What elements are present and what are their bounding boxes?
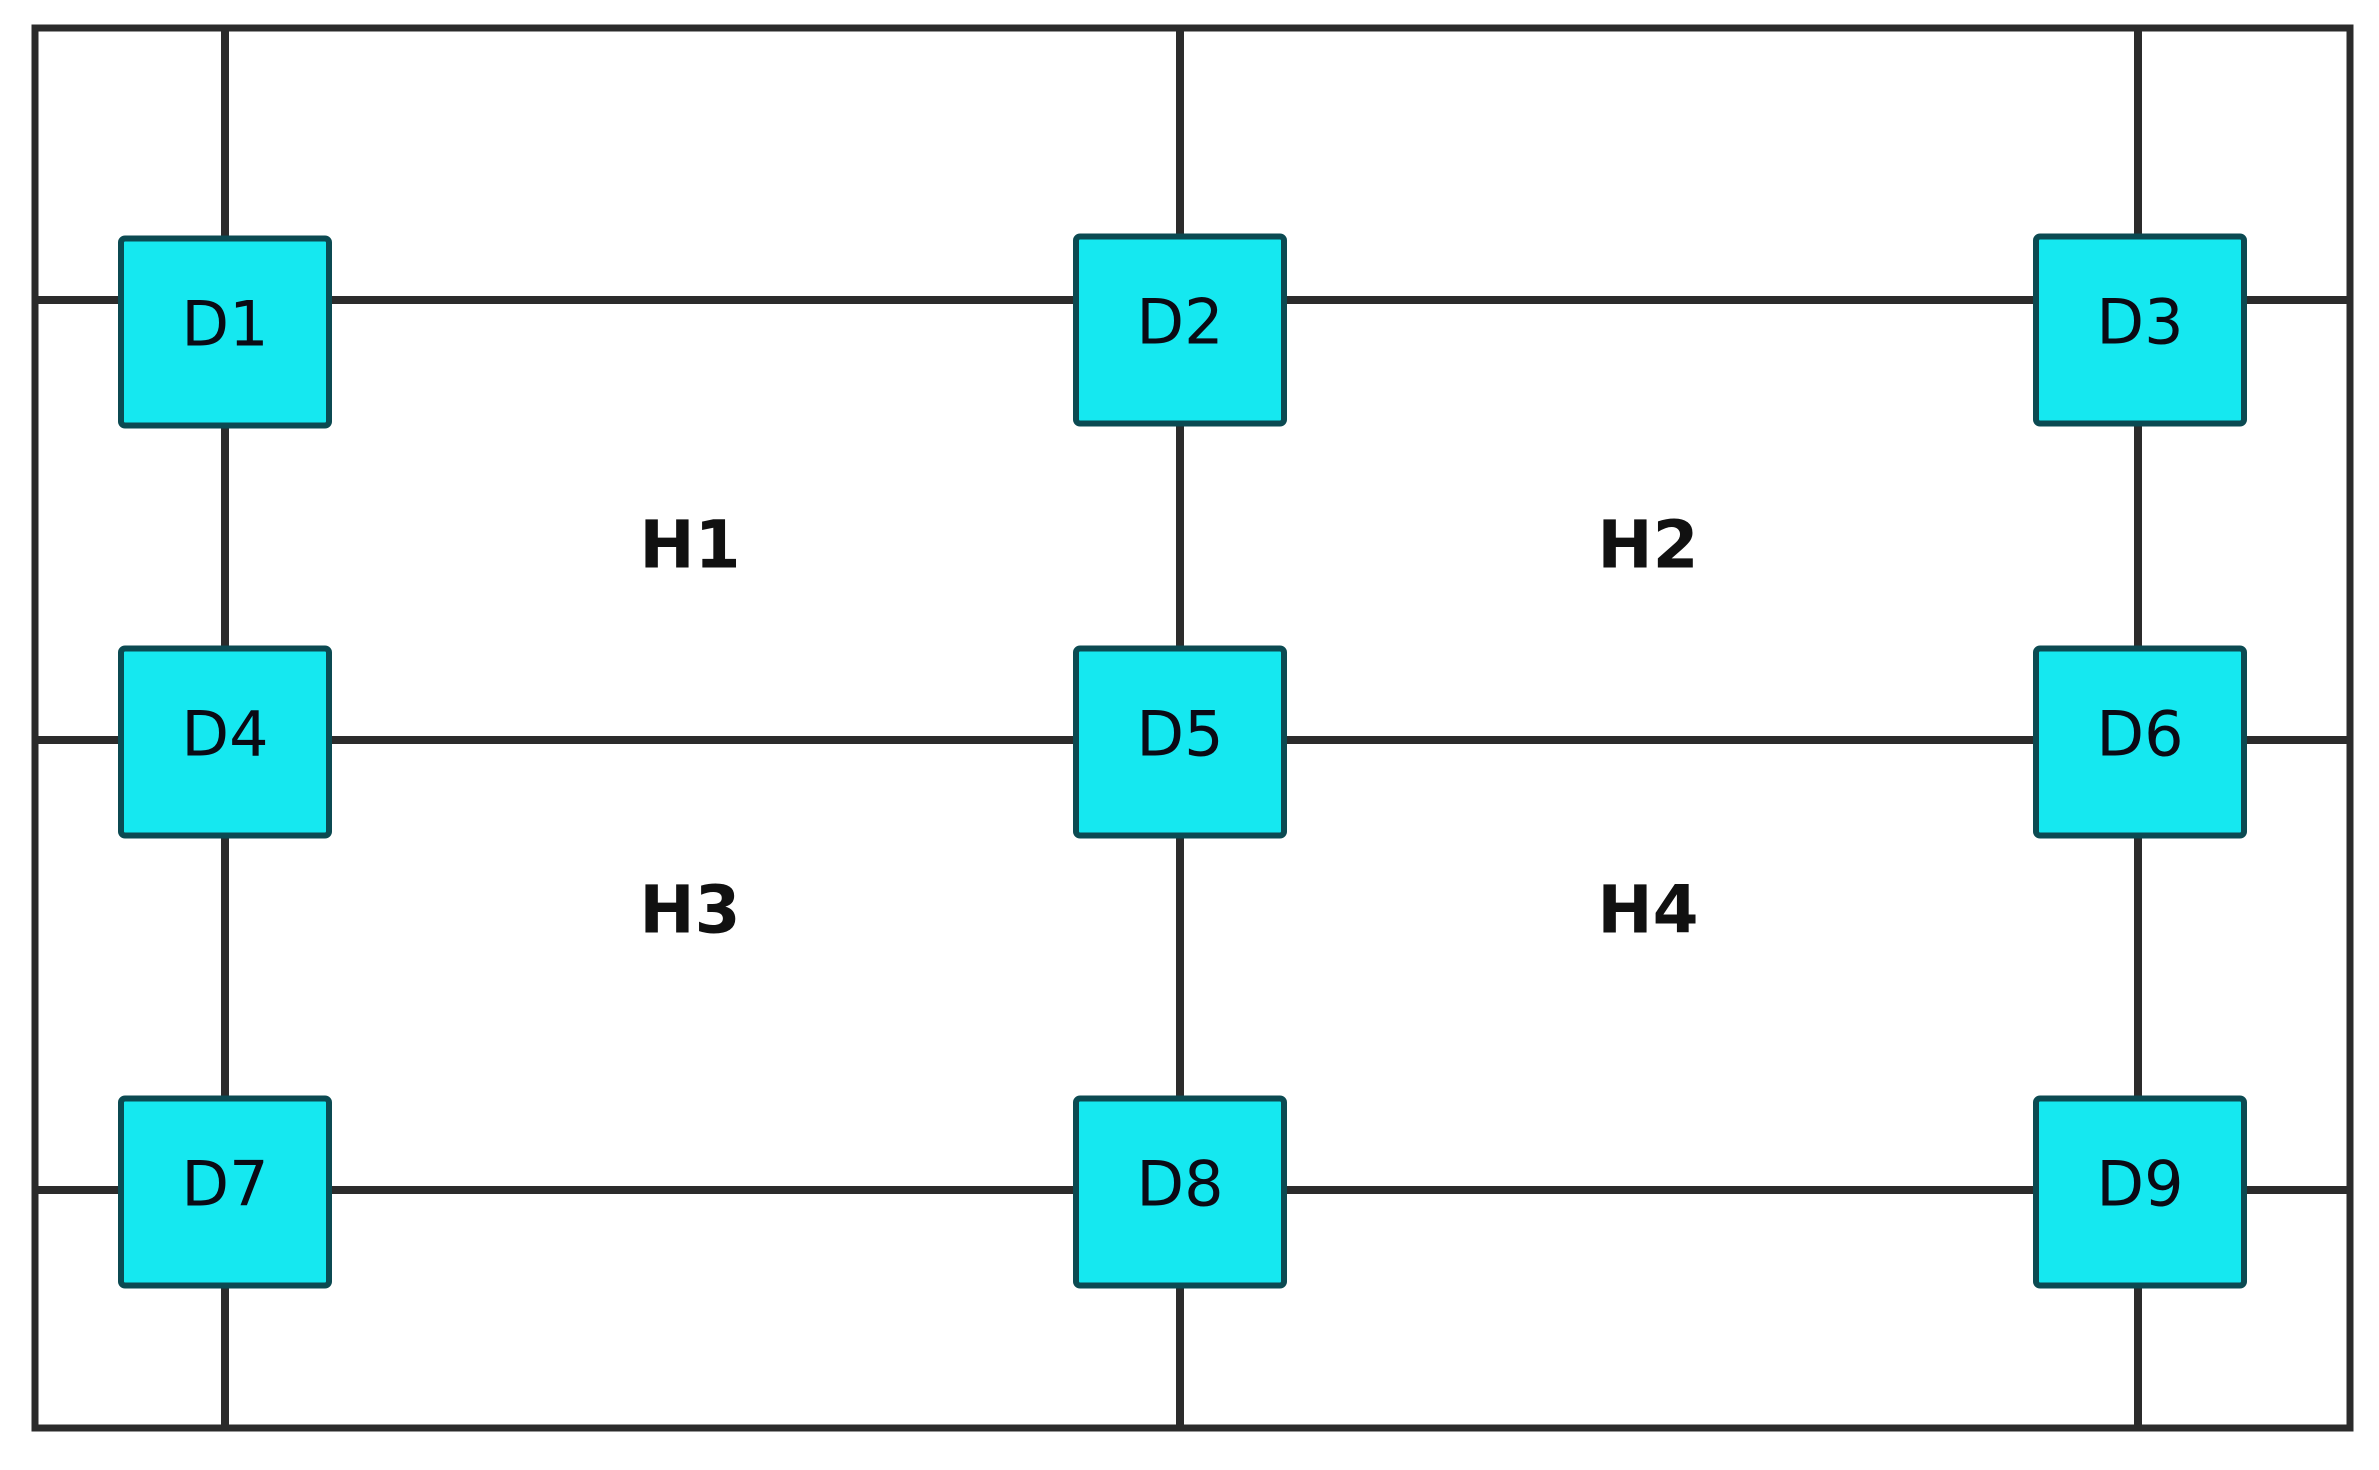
node-label-d3: D3 (2096, 286, 2183, 359)
region-label-h1: H1 (639, 507, 740, 584)
node-d9[interactable]: D9 (2033, 1095, 2247, 1289)
node-label-d8: D8 (1136, 1148, 1223, 1221)
node-label-d4: D4 (181, 698, 268, 771)
node-box-d1[interactable] (118, 235, 332, 429)
region-label-h3: H3 (639, 872, 740, 949)
node-d2[interactable]: D2 (1073, 233, 1287, 427)
node-label-d2: D2 (1136, 286, 1223, 359)
node-d6[interactable]: D6 (2033, 645, 2247, 839)
node-label-d7: D7 (181, 1148, 268, 1221)
node-box-d5[interactable] (1073, 645, 1287, 839)
node-d3[interactable]: D3 (2033, 233, 2247, 427)
node-box-d9[interactable] (2033, 1095, 2247, 1289)
outer-boundary-rect (31, 24, 2354, 1432)
node-label-d6: D6 (2096, 698, 2183, 771)
region-label-h2: H2 (1597, 507, 1698, 584)
region-label-h4: H4 (1597, 872, 1698, 949)
node-d4[interactable]: D4 (118, 645, 332, 839)
node-d8[interactable]: D8 (1073, 1095, 1287, 1289)
node-d5[interactable]: D5 (1073, 645, 1287, 839)
node-box-d6[interactable] (2033, 645, 2247, 839)
node-box-d7[interactable] (118, 1095, 332, 1289)
node-label-d5: D5 (1136, 698, 1223, 771)
node-box-d2[interactable] (1073, 233, 1287, 427)
node-label-d9: D9 (2096, 1148, 2183, 1221)
node-box-d8[interactable] (1073, 1095, 1287, 1289)
node-box-d4[interactable] (118, 645, 332, 839)
node-d7[interactable]: D7 (118, 1095, 332, 1289)
node-d1[interactable]: D1 (118, 235, 332, 429)
node-label-d1: D1 (181, 288, 268, 361)
node-box-d3[interactable] (2033, 233, 2247, 427)
